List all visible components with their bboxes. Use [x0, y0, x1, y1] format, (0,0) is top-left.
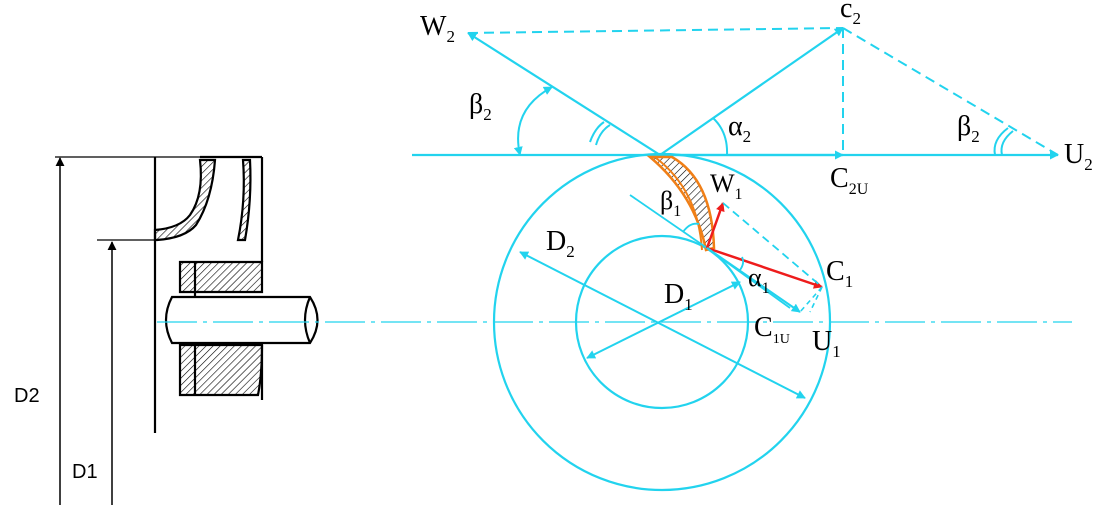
diameter-arrow-d1: [586, 281, 741, 359]
front-shroud-hatched: [153, 158, 217, 242]
label-c2: c2: [840, 0, 861, 28]
angle-arc-beta2-left: [513, 86, 553, 156]
label-alpha1: α1: [748, 263, 770, 297]
label-d2-circle: D2: [546, 226, 575, 261]
dashed-c1-to-u1: [799, 286, 823, 313]
label-beta2-right: β2: [957, 111, 980, 146]
label-c2u: C2U: [830, 163, 869, 198]
label-beta2-left: β2: [469, 89, 492, 124]
dashed-c2-to-u2: [842, 27, 1059, 156]
vector-labels: W2 c2 β2 α2 β2 U2 C2U β1 W1 D2 D1 α1 C1 …: [420, 0, 1093, 361]
dashed-w2-to-c2: [467, 27, 844, 34]
impeller-blade: [646, 155, 716, 252]
label-d2-dimension: D2: [14, 385, 40, 407]
label-d1-circle: D1: [664, 279, 693, 314]
vector-c2: [659, 27, 844, 156]
blade-tangent-line: [629, 194, 708, 249]
label-u1: U1: [812, 326, 841, 361]
vector-w2: [467, 32, 661, 156]
shaft: [164, 295, 319, 345]
label-beta1: β1: [660, 186, 681, 220]
hub-hatched: [178, 260, 264, 294]
label-c1u: C1U: [754, 312, 790, 347]
label-c1: C1: [826, 256, 853, 291]
label-u2: U2: [1064, 139, 1093, 174]
angle-arc-beta1: [682, 222, 700, 233]
angle-arc-alpha2: [712, 117, 729, 156]
label-w1: W1: [710, 169, 743, 203]
vector-c1u: [706, 247, 791, 309]
vector-w1: [705, 202, 725, 249]
label-d1-dimension: D1: [72, 461, 98, 483]
label-alpha2: α2: [728, 111, 751, 146]
dashed-c1-vertical: [809, 286, 823, 313]
label-w2: W2: [420, 11, 455, 46]
impeller-cross-section: [55, 155, 319, 505]
vector-c1: [706, 246, 823, 289]
angle-arc-beta2-left-inner: [589, 121, 611, 146]
dashed-w1-to-c1: [722, 202, 823, 288]
angle-arc-alpha1: [739, 256, 745, 271]
angle-arc-beta2-right: [993, 127, 1014, 156]
